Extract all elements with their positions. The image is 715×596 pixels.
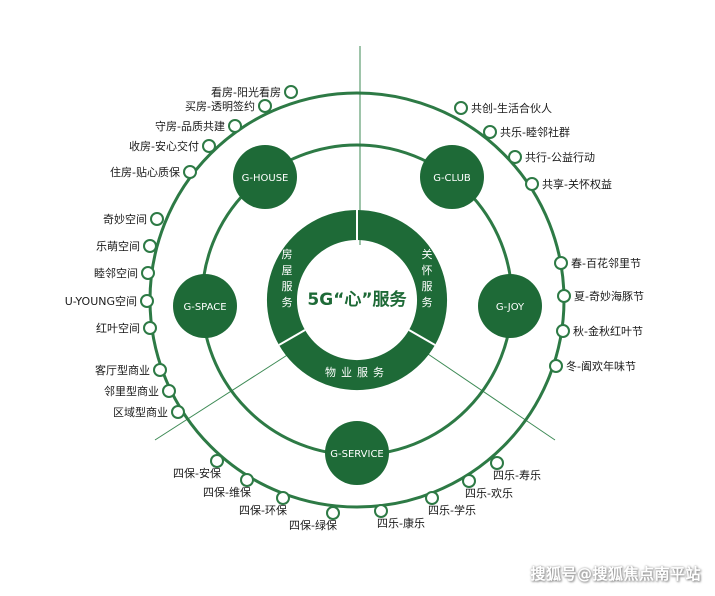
outer-node-marker	[141, 266, 155, 280]
outer-node-label: 区域型商业	[113, 405, 168, 419]
outer-node-label: 夏-奇妙海豚节	[574, 289, 644, 303]
segment-separator	[408, 329, 436, 346]
hub-g-space-label: G-SPACE	[183, 302, 226, 313]
outer-node-marker	[143, 239, 157, 253]
inner-segment-house	[266, 209, 357, 345]
outer-node-label: 四乐-欢乐	[465, 486, 513, 500]
outer-node-marker	[525, 177, 539, 191]
inner-segment-care	[357, 209, 448, 345]
outer-node-marker	[425, 491, 439, 505]
hub-g-service	[325, 421, 389, 485]
segment-vertical-label: 房屋服务	[282, 248, 293, 309]
outer-node-marker	[258, 99, 272, 113]
outer-node-label: 红叶空间	[96, 321, 140, 335]
hub-g-service-label: G-SERVICE	[330, 449, 384, 460]
outer-node-label: 共乐-睦邻社群	[500, 125, 570, 139]
outer-node-label: 客厅型商业	[95, 363, 150, 377]
center-title: 5G“心”服务	[307, 289, 407, 310]
outer-node-marker	[549, 359, 563, 373]
outer-node-label: 四乐-康乐	[377, 516, 425, 530]
outer-node-marker	[490, 456, 504, 470]
outer-node-label: 四乐-寿乐	[493, 468, 541, 482]
hub-g-house	[233, 145, 297, 209]
outer-node-marker	[140, 294, 154, 308]
outer-node-label: U-YOUNG空间	[65, 294, 137, 308]
outer-node-marker	[454, 101, 468, 115]
watermark: 搜狐号@搜狐焦点南平站	[530, 565, 701, 583]
outer-node-marker	[557, 289, 571, 303]
outer-node-label: 四保-绿保	[289, 518, 337, 532]
outer-node-label: 共享-关怀权益	[542, 177, 612, 191]
outer-node-label: 邻里型商业	[104, 384, 159, 398]
outer-node-label: 冬-阖欢年味节	[566, 359, 636, 373]
outer-node-marker	[240, 473, 254, 487]
outer-node-marker	[228, 119, 242, 133]
outer-node-label: 收房-安心交付	[129, 139, 199, 153]
outer-node-label: 四保-维保	[203, 485, 251, 499]
segment-vertical-label: 关怀服务	[422, 247, 433, 309]
outer-node-label: 秋-金秋红叶节	[573, 324, 643, 338]
outer-node-label: 春-百花邻里节	[571, 257, 641, 270]
outer-node-marker	[508, 150, 522, 164]
outer-node-label: 四乐-学乐	[428, 503, 476, 517]
outer-node-marker	[183, 165, 197, 179]
inner-segment-property-label: 物业服务	[325, 365, 389, 379]
divider-line-left	[154, 351, 293, 441]
outer-node-label: 四保-环保	[239, 503, 287, 517]
outer-node-marker	[374, 504, 388, 518]
outer-node-marker	[483, 125, 497, 139]
outer-node-label: 住房-贴心质保	[110, 165, 180, 179]
divider-line-right	[424, 351, 556, 441]
outer-node-marker	[202, 139, 216, 153]
outer-node-marker	[556, 324, 570, 338]
outer-node-marker	[162, 384, 176, 398]
outer-node-marker	[554, 256, 568, 270]
hub-g-club	[420, 145, 484, 209]
inner-segment-care-label: 关怀服务	[422, 247, 433, 309]
segment-separator	[278, 329, 306, 346]
outer-node-label: 共行-公益行动	[525, 150, 595, 164]
outer-node-label: 看房-阳光看房	[211, 85, 281, 99]
outer-node-marker	[210, 454, 224, 468]
hub-g-joy-label: G-JOY	[496, 302, 525, 313]
outer-node-label: 奇妙空间	[103, 212, 147, 226]
inner-segment-property	[279, 330, 435, 391]
outer-node-label: 四保-安保	[173, 466, 221, 480]
outer-node-label: 买房-透明签约	[185, 99, 255, 113]
outer-node-marker	[276, 491, 290, 505]
outer-node-label: 守房-品质共建	[155, 119, 225, 133]
outer-node-marker	[153, 363, 167, 377]
outer-node-marker	[284, 85, 298, 99]
outer-node-marker	[171, 405, 185, 419]
outer-node-marker	[462, 474, 476, 488]
inner-segment-house-label: 房屋服务	[282, 248, 293, 309]
hub-g-club-label: G-CLUB	[433, 173, 471, 184]
hub-g-space	[173, 274, 237, 338]
outer-node-marker	[143, 321, 157, 335]
outer-node-label: 共创-生活合伙人	[471, 101, 552, 115]
hub-g-joy	[478, 274, 542, 338]
outer-node-marker	[326, 506, 340, 520]
hub-g-house-label: G-HOUSE	[242, 173, 289, 184]
outer-node-label: 乐萌空间	[96, 239, 140, 253]
outer-node-marker	[150, 212, 164, 226]
outer-node-label: 睦邻空间	[94, 266, 138, 280]
